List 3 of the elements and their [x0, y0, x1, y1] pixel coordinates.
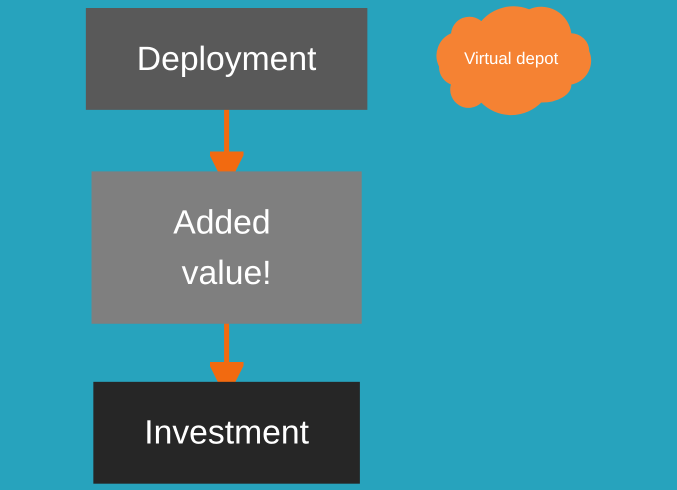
node-box: Added value!: [92, 171, 362, 324]
node-box: Deployment: [86, 8, 368, 110]
node-box: Investment: [93, 382, 360, 484]
